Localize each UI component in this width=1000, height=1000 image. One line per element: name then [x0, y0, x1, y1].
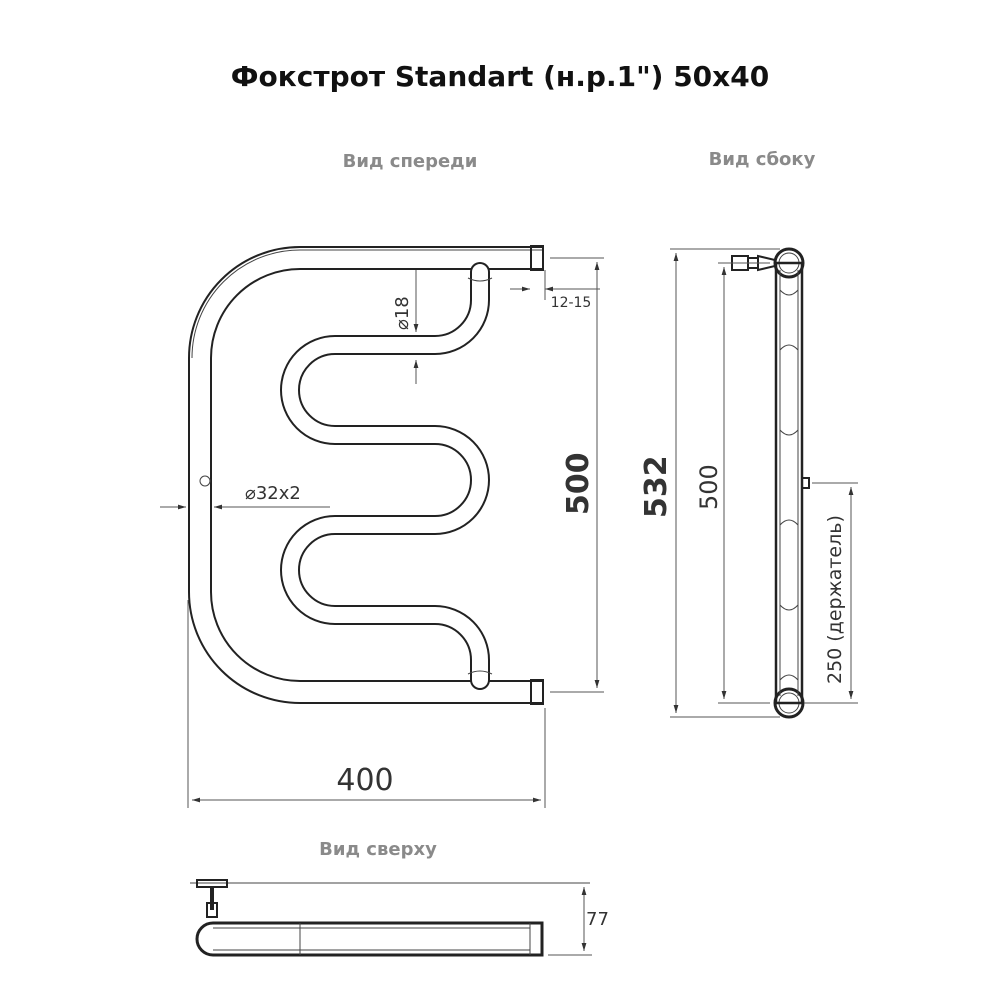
outer-pipe: [188, 245, 544, 705]
front-view: ⌀18 12-15 500 ⌀32x2 400: [160, 245, 604, 808]
holder-spacing-label: 250 (держатель): [824, 515, 846, 684]
side-view-label: Вид сбоку: [709, 149, 816, 170]
top-view: 77: [190, 879, 609, 957]
side-height-label: 500: [695, 464, 723, 510]
front-height-label: 500: [561, 452, 596, 515]
gap-dimension: 12-15: [510, 270, 600, 311]
side-height-dimension: 500: [695, 262, 770, 704]
side-view: 532 500 250 (держатель): [639, 247, 858, 719]
holder-mount: [801, 477, 810, 489]
width-dimension-front: 400: [187, 600, 546, 808]
top-view-label: Вид сверху: [319, 839, 437, 860]
height-dimension-front: 500: [550, 257, 604, 693]
drawing-title: Фокстрот Standart (н.р.1") 50x40: [231, 60, 769, 93]
side-total-height-label: 532: [639, 455, 674, 518]
front-width-label: 400: [336, 763, 393, 798]
front-view-label: Вид спереди: [343, 151, 478, 172]
top-depth-dimension: 77: [548, 887, 609, 956]
coil-diameter-label: ⌀18: [392, 296, 413, 330]
holder-spacing-dimension: 250 (держатель): [804, 482, 858, 704]
top-depth-label: 77: [586, 909, 609, 930]
total-height-dimension: 532: [639, 248, 780, 718]
pipe-diameter-dimension: ⌀32x2: [160, 475, 330, 510]
gap-label: 12-15: [551, 295, 592, 311]
pipe-diameter-label: ⌀32x2: [245, 483, 301, 504]
serpentine-coil: [280, 262, 493, 690]
coil-diameter-dimension: ⌀18: [392, 270, 419, 384]
